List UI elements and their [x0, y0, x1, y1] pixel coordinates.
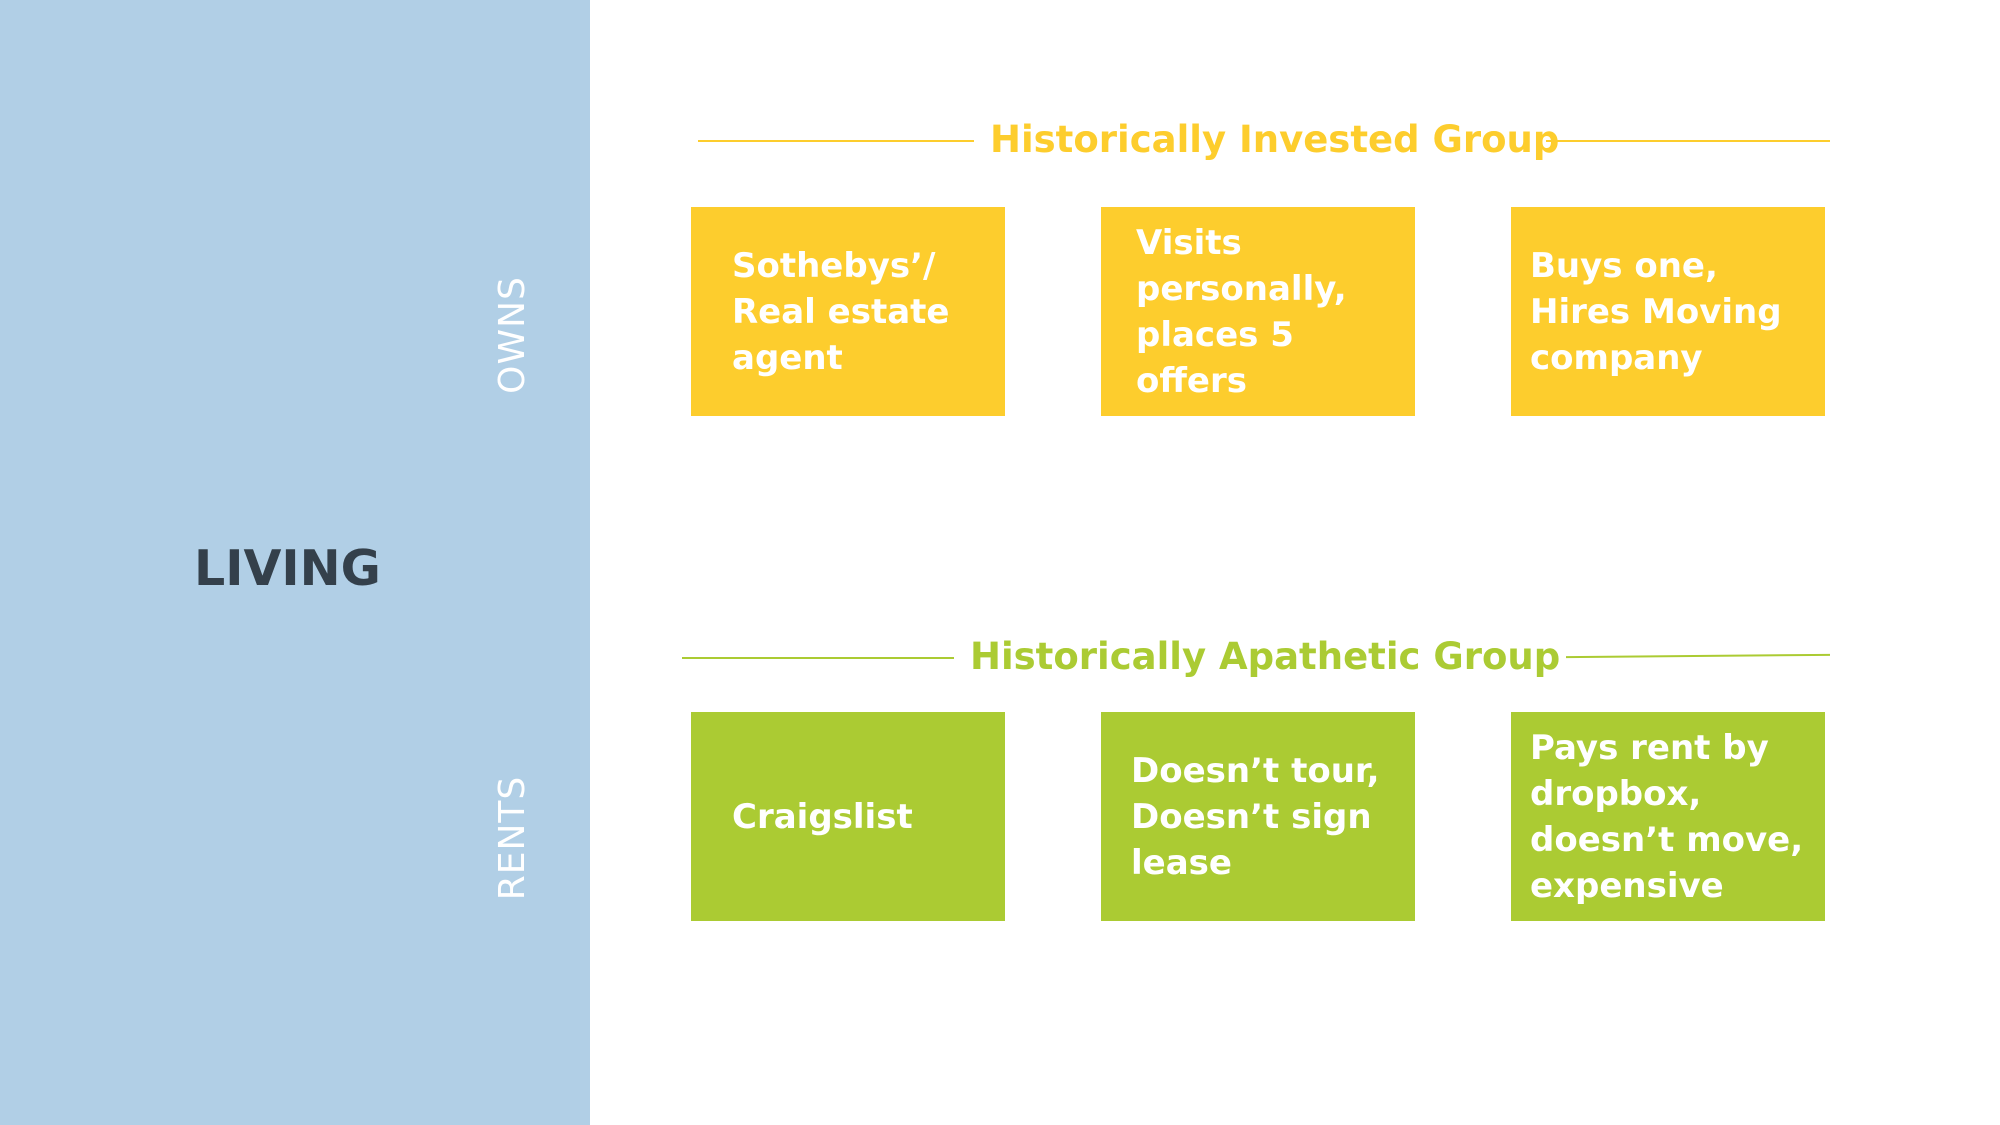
row-label-owns: OWNS [492, 276, 533, 394]
page-title: LIVING [194, 540, 381, 597]
apathetic-card-craigslist: Craigslist [691, 712, 1005, 921]
sidebar-panel [0, 0, 590, 1125]
invested-group-title: Historically Invested Group [990, 118, 1560, 161]
apathetic-card-tour-text: Doesn’t tour, Doesn’t sign lease [1131, 750, 1380, 883]
invested-card-visits: Visits personally, places 5 offers [1101, 207, 1415, 416]
row-label-rents: RENTS [492, 775, 533, 901]
invested-card-agent: Sothebys’/ Real estate agent [691, 207, 1005, 416]
invested-divider-right [1546, 140, 1830, 142]
invested-card-buys: Buys one, Hires Moving company [1511, 207, 1825, 416]
invested-card-visits-text: Visits personally, places 5 offers [1136, 222, 1347, 401]
apathetic-card-craigslist-text: Craigslist [732, 796, 913, 837]
apathetic-card-rent: Pays rent by dropbox, doesn’t move, expe… [1511, 712, 1825, 921]
invested-card-agent-text: Sothebys’/ Real estate agent [732, 245, 950, 378]
invested-divider-left [698, 140, 974, 142]
apathetic-card-rent-text: Pays rent by dropbox, doesn’t move, expe… [1530, 727, 1804, 906]
invested-card-buys-text: Buys one, Hires Moving company [1530, 245, 1782, 378]
apathetic-card-tour: Doesn’t tour, Doesn’t sign lease [1101, 712, 1415, 921]
apathetic-divider-left [682, 657, 954, 659]
apathetic-group-title: Historically Apathetic Group [970, 635, 1561, 678]
apathetic-divider-right [1565, 653, 1831, 659]
